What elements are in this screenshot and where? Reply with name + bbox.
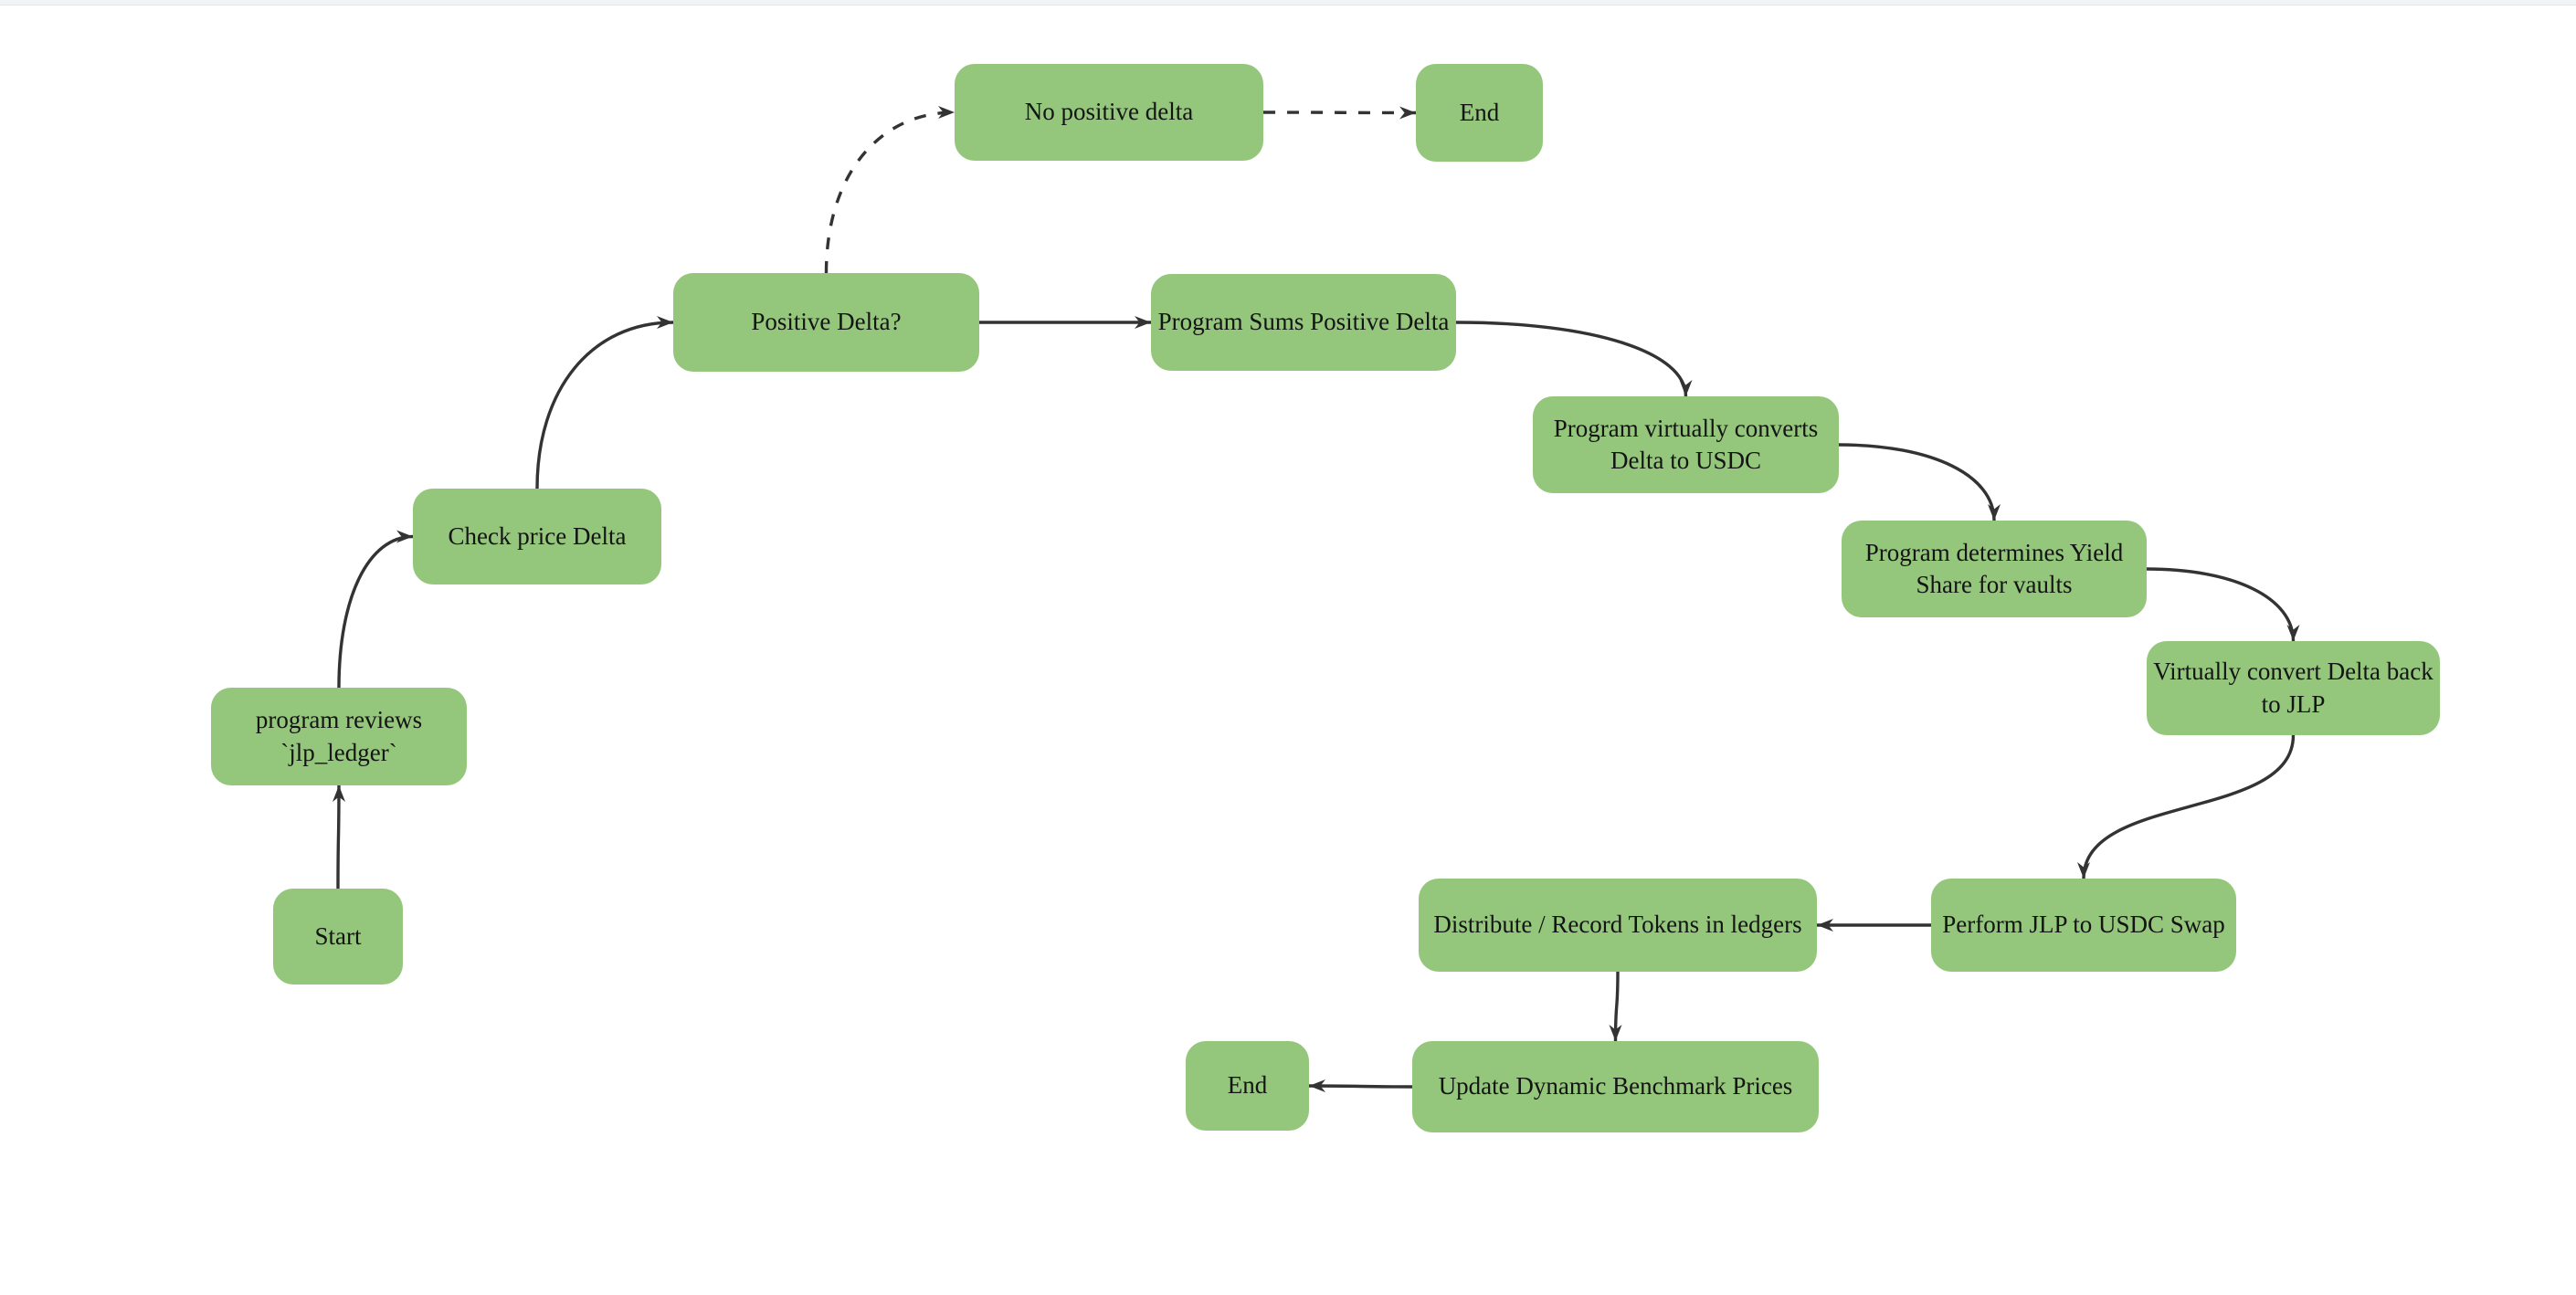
node-no_delta: No positive delta <box>955 64 1263 161</box>
node-label-perform: Perform JLP to USDC Swap <box>1942 911 2225 939</box>
node-label-sums: Program Sums Positive Delta <box>1157 308 1450 336</box>
node-label-positive: Positive Delta? <box>751 308 902 336</box>
node-converts: Program virtually converts Delta to USDC <box>1533 396 1839 493</box>
node-label-end_bottom: End <box>1227 1071 1268 1100</box>
node-virtually: Virtually convert Delta back to JLP <box>2147 641 2440 735</box>
node-end_bottom: End <box>1186 1041 1309 1131</box>
edge-update-to-end_bottom <box>1308 1079 1413 1093</box>
edge-positive-to-no_delta <box>824 106 955 274</box>
node-label-converts: Program virtually converts Delta to USDC <box>1553 414 1819 474</box>
window-top-strip <box>0 0 2576 5</box>
node-label-no_delta: No positive delta <box>1024 98 1194 126</box>
node-check: Check price Delta <box>413 489 661 584</box>
node-label-virtually: Virtually convert Delta back to JLP <box>2153 658 2433 718</box>
node-yield: Program determines Yield Share for vault… <box>1842 521 2147 617</box>
edge-reviews-to-check <box>337 530 414 689</box>
node-distribute: Distribute / Record Tokens in ledgers <box>1419 879 1817 972</box>
node-label-update: Update Dynamic Benchmark Prices <box>1438 1072 1793 1100</box>
node-perform: Perform JLP to USDC Swap <box>1931 879 2236 972</box>
node-label-yield: Program determines Yield Share for vault… <box>1864 538 2124 598</box>
node-start: Start <box>273 889 403 984</box>
edge-start-to-reviews <box>332 784 345 890</box>
node-label-end_top: End <box>1459 98 1500 126</box>
edge-virtually-to-perform <box>2077 734 2296 879</box>
node-sums: Program Sums Positive Delta <box>1151 274 1456 371</box>
node-end_top: End <box>1416 64 1543 162</box>
edge-check-to-positive <box>535 316 674 490</box>
node-update: Update Dynamic Benchmark Prices <box>1412 1041 1819 1132</box>
node-label-reviews: program reviews `jlp_ledger` <box>255 706 423 766</box>
edge-no_delta-to-end_top <box>1262 106 1417 120</box>
edge-converts-to-yield <box>1838 443 2001 521</box>
node-label-start: Start <box>314 921 362 950</box>
node-positive: Positive Delta? <box>673 273 979 372</box>
edge-distribute-to-update <box>1609 971 1622 1042</box>
node-label-check: Check price Delta <box>448 521 627 550</box>
edge-yield-to-virtually <box>2146 567 2300 642</box>
node-reviews: program reviews `jlp_ledger` <box>211 688 467 785</box>
node-label-distribute: Distribute / Record Tokens in ledgers <box>1433 911 1802 939</box>
edge-sums-to-converts <box>1455 321 1693 397</box>
